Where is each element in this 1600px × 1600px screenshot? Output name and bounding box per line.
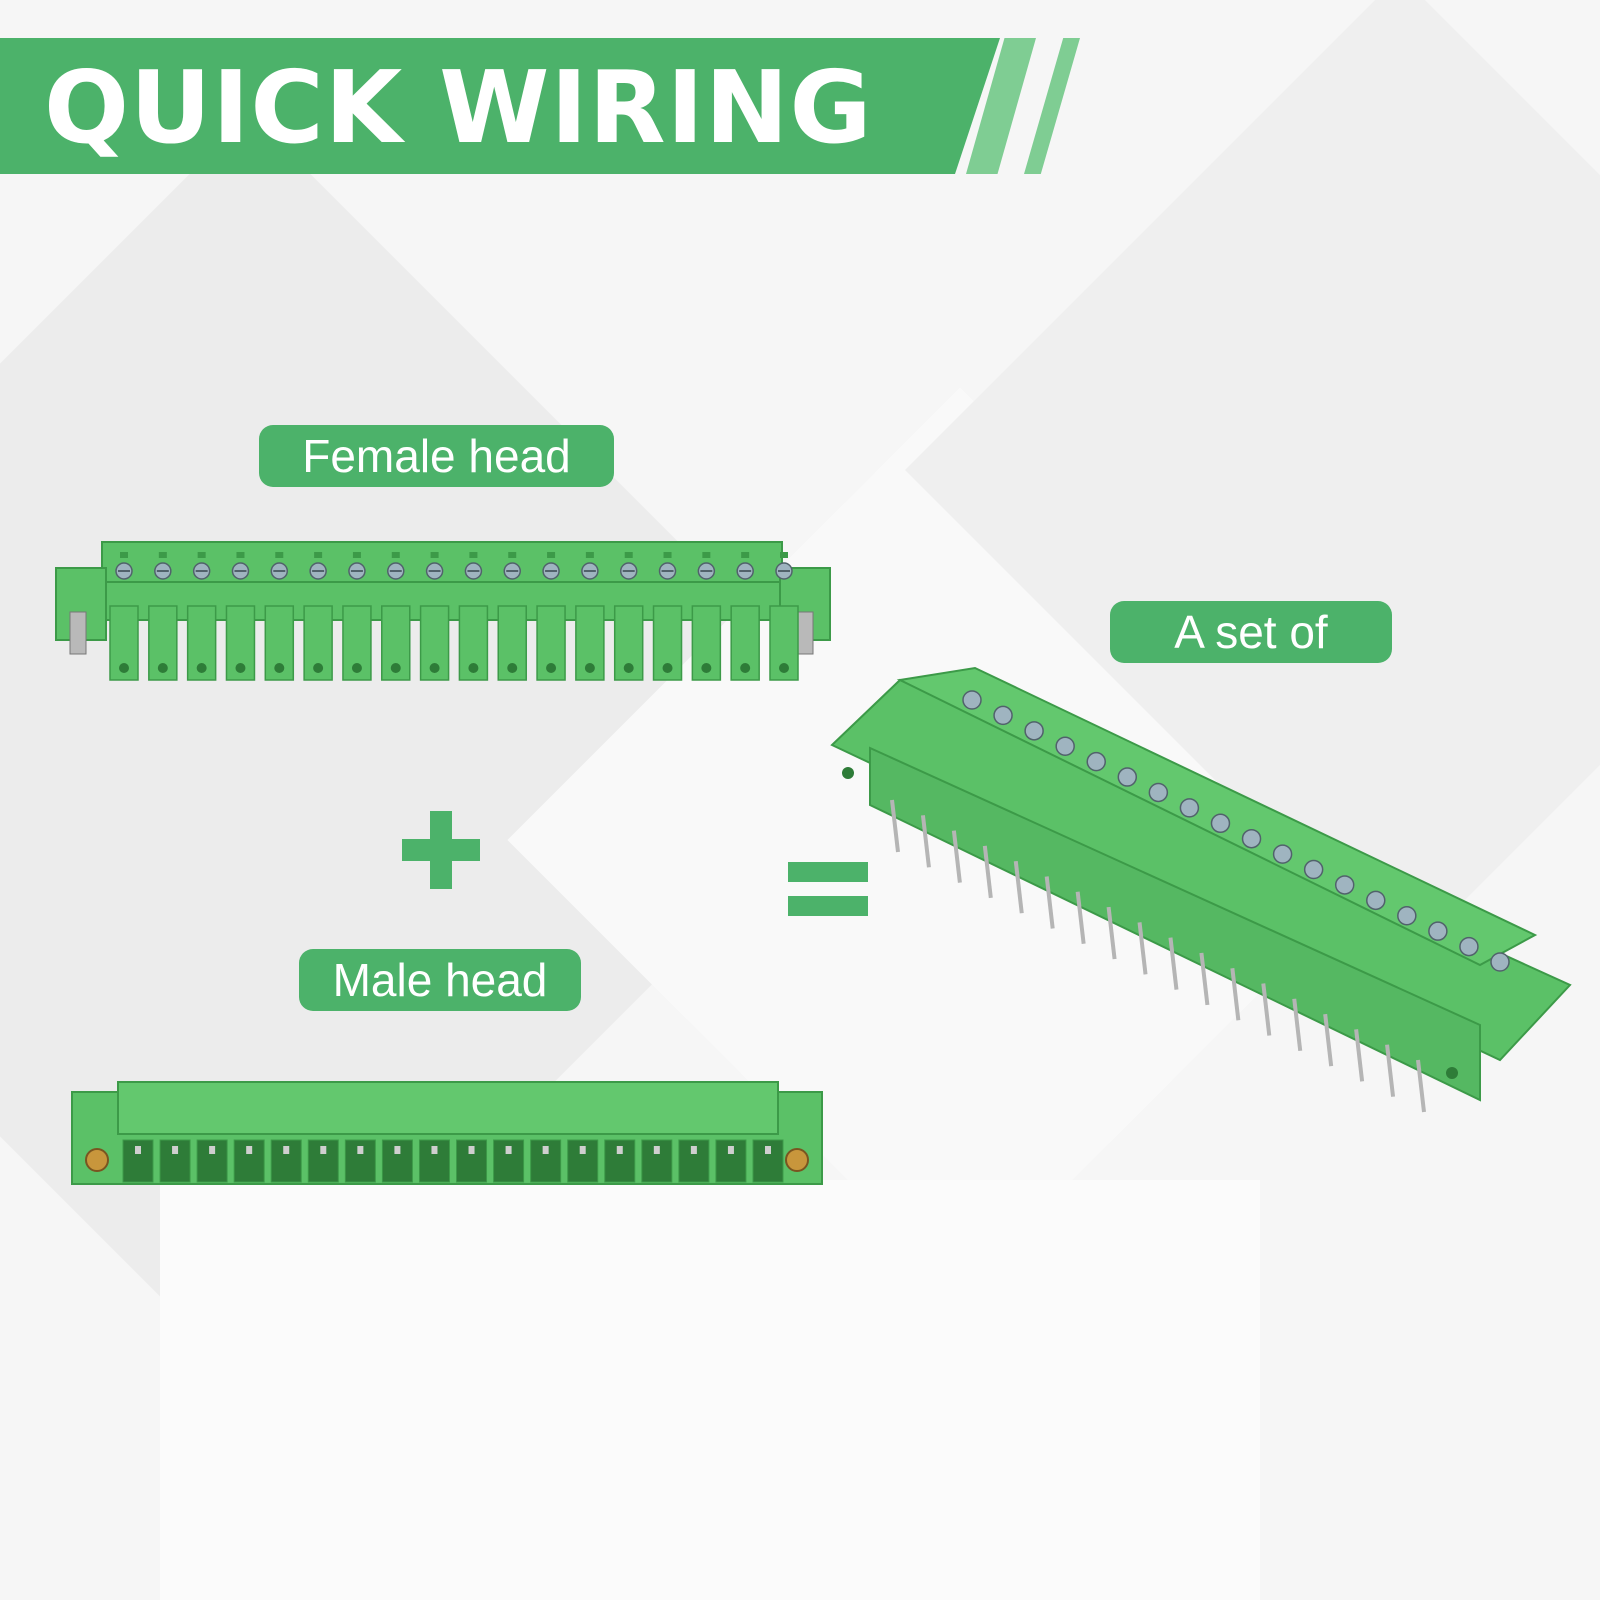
screw-icon	[1428, 921, 1448, 941]
pin	[1323, 1013, 1334, 1067]
screw-icon	[993, 705, 1013, 726]
pin	[951, 830, 962, 883]
brass-insert-icon	[85, 1148, 109, 1172]
pin-socket	[678, 1139, 710, 1183]
page-title: QUICK WIRING	[44, 49, 873, 166]
pin	[1416, 1059, 1426, 1113]
screw-icon	[962, 690, 982, 710]
screw-icon	[1366, 890, 1386, 911]
pin	[1385, 1044, 1396, 1097]
screw-icon	[1303, 859, 1324, 880]
background-shape	[160, 1180, 1260, 1600]
pin	[1044, 876, 1055, 929]
male-head-label: Male head	[299, 949, 581, 1011]
female-connector	[55, 541, 831, 681]
pin	[1230, 968, 1241, 1021]
screw-icon	[1086, 751, 1106, 772]
screw-icon	[1334, 875, 1355, 895]
terminal-block	[186, 605, 217, 681]
pin	[1137, 922, 1148, 975]
terminal-block	[419, 605, 450, 681]
screw-icon	[1148, 782, 1169, 803]
male-connector	[71, 1081, 823, 1185]
screw-icon	[1117, 767, 1138, 787]
title-banner	[0, 38, 1000, 174]
pin	[920, 815, 931, 868]
screw-icon	[1397, 906, 1417, 926]
pin-socket	[418, 1139, 450, 1183]
screw-icon	[1055, 736, 1075, 756]
pin-socket	[196, 1139, 228, 1183]
pin	[1199, 952, 1210, 1006]
pin	[1075, 891, 1086, 944]
brass-insert-icon	[785, 1148, 809, 1172]
female-head-label: Female head	[259, 425, 614, 487]
screw-icon	[1490, 952, 1510, 972]
screw-icon	[1179, 798, 1200, 818]
pin	[1106, 906, 1117, 960]
assembled-connector	[830, 666, 1572, 1113]
screw-icon	[1210, 813, 1231, 834]
terminal-block	[303, 605, 333, 681]
screw-icon	[1272, 844, 1293, 864]
pin	[1261, 983, 1272, 1036]
screw-icon	[1241, 828, 1262, 849]
pin	[1013, 860, 1024, 914]
pin	[1168, 937, 1179, 990]
terminal-block	[575, 605, 605, 681]
pin	[890, 799, 900, 853]
pin	[1292, 998, 1303, 1052]
screw-icon	[1024, 721, 1044, 741]
a-set-of-label: A set of	[1110, 601, 1392, 663]
pin	[1354, 1029, 1365, 1082]
screw-icon	[1459, 936, 1479, 957]
pin	[982, 845, 993, 899]
